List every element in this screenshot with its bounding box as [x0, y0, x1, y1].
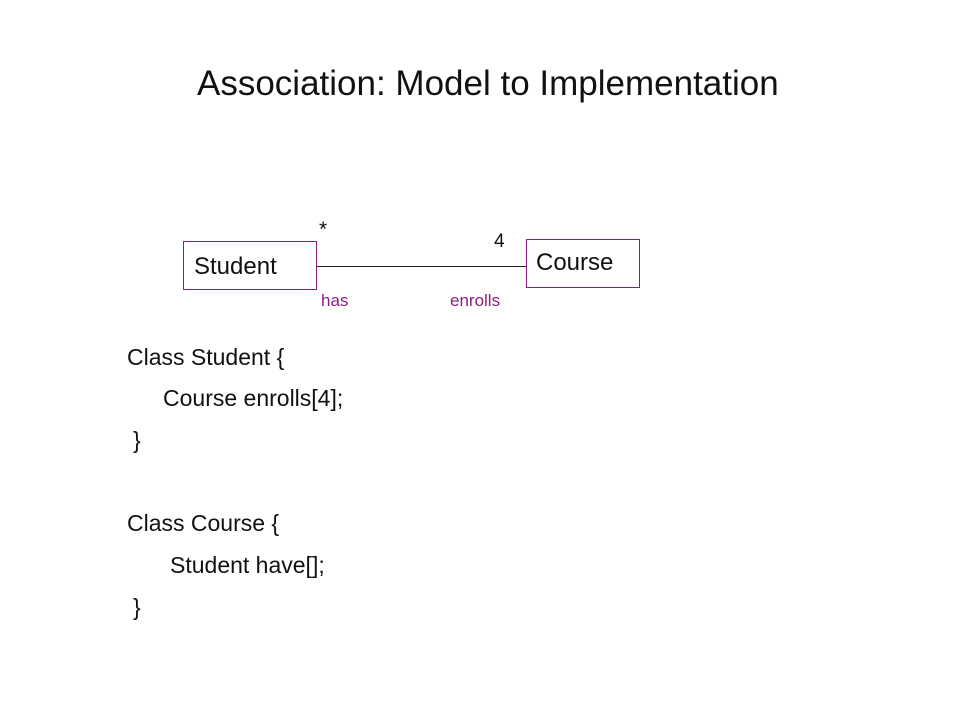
- code-line-have-field: Student have[];: [170, 552, 325, 578]
- course-end-multiplicity: 4: [494, 231, 505, 252]
- code-line-enrolls-field: Course enrolls[4];: [163, 385, 344, 411]
- course-end-role-label: enrolls: [450, 291, 501, 310]
- code-line-class-student: Class Student {: [127, 344, 285, 370]
- course-class-box: Course: [526, 239, 640, 288]
- student-class-box: Student: [183, 241, 317, 290]
- student-end-multiplicity: *: [319, 218, 328, 241]
- slide-title: Association: Model to Implementation: [197, 64, 779, 103]
- code-line-class-course: Class Course {: [127, 510, 280, 536]
- association-line: [317, 266, 526, 267]
- student-end-role-label: has: [321, 291, 349, 310]
- student-class-name: Student: [194, 253, 277, 280]
- code-line-close-student: }: [133, 427, 141, 453]
- code-line-close-course: }: [133, 594, 141, 620]
- course-class-name: Course: [536, 249, 614, 276]
